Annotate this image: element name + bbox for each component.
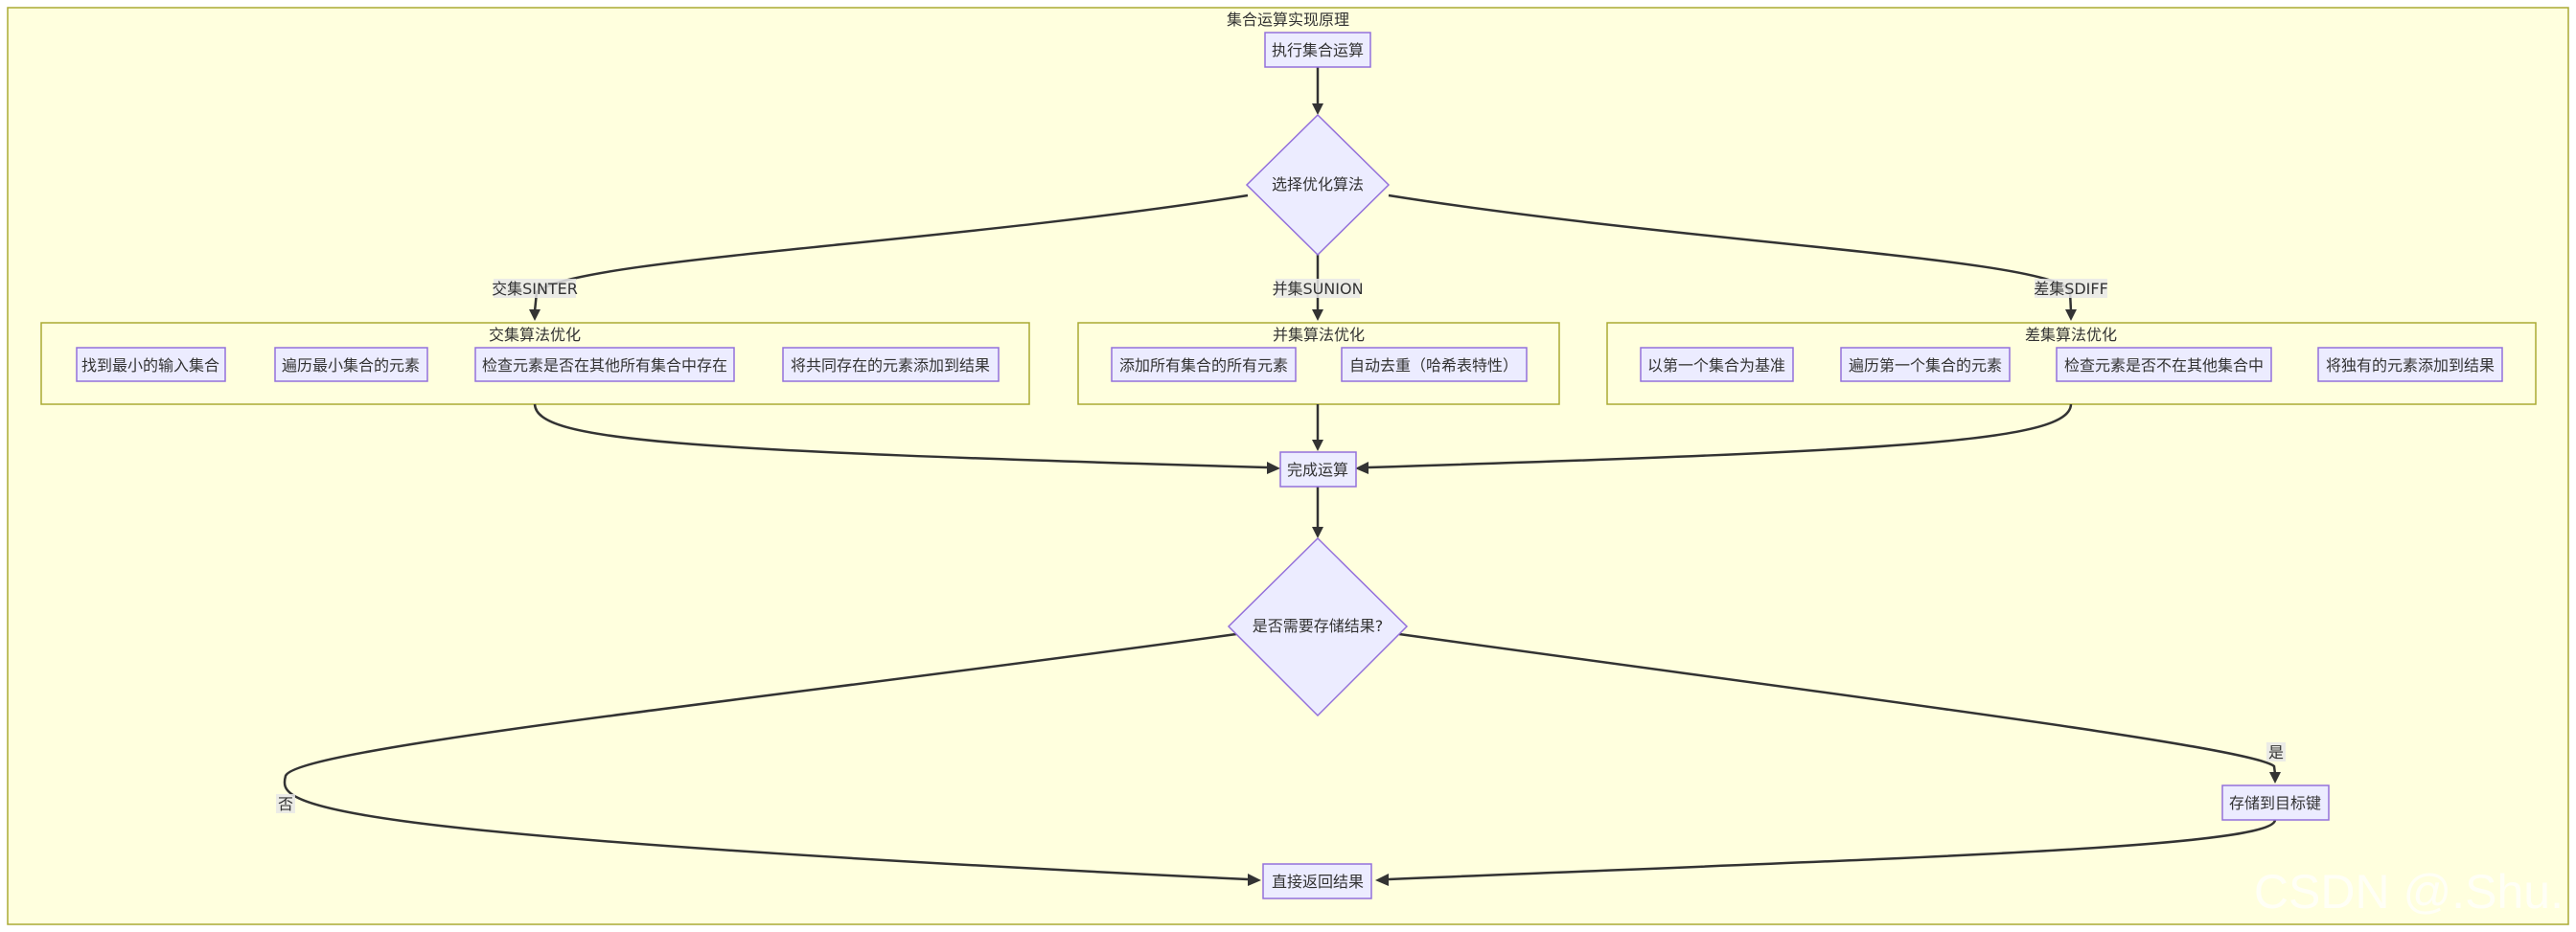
outer-cluster-title: 集合运算实现原理 bbox=[1227, 11, 1349, 29]
node-check-in-all-sets[interactable]: 检查元素是否在其他所有集合中存在 bbox=[474, 347, 735, 382]
subgraph-difference-title: 差集算法优化 bbox=[2025, 326, 2117, 344]
node-store-question[interactable]: 是否需要存储结果? bbox=[1227, 536, 1409, 717]
node-add-unique-elements-label: 将独有的元素添加到结果 bbox=[2326, 356, 2495, 375]
edge-label-yes: 是 bbox=[2268, 743, 2284, 762]
node-store-to-key[interactable]: 存储到目标键 bbox=[2221, 784, 2330, 821]
edge-difference-to-done bbox=[1368, 403, 2073, 469]
node-iterate-first-set[interactable]: 遍历第一个集合的元素 bbox=[1840, 347, 2011, 382]
node-start-label: 执行集合运算 bbox=[1272, 41, 1364, 59]
node-store-question-label: 是否需要存储结果? bbox=[1253, 617, 1384, 635]
node-check-in-all-sets-label: 检查元素是否在其他所有集合中存在 bbox=[482, 356, 727, 375]
node-iterate-first-set-label: 遍历第一个集合的元素 bbox=[1849, 356, 2002, 375]
node-find-smallest-set-label: 找到最小的输入集合 bbox=[81, 356, 219, 375]
node-return-result[interactable]: 直接返回结果 bbox=[1262, 863, 1372, 899]
edge-store-to-return bbox=[1388, 819, 2277, 881]
node-first-set-baseline-label: 以第一个集合为基准 bbox=[1647, 356, 1785, 375]
node-start[interactable]: 执行集合运算 bbox=[1264, 32, 1371, 68]
node-check-not-in-others-label: 检查元素是否不在其他集合中 bbox=[2064, 356, 2264, 375]
node-return-result-label: 直接返回结果 bbox=[1272, 873, 1364, 891]
edge-label-no: 否 bbox=[278, 795, 293, 813]
node-add-all-elements-label: 添加所有集合的所有元素 bbox=[1119, 356, 1288, 375]
node-iterate-smallest-set[interactable]: 遍历最小集合的元素 bbox=[274, 347, 428, 382]
edge-label-union: 并集SUNION bbox=[1272, 280, 1363, 298]
edge-label-intersection: 交集SINTER bbox=[492, 280, 578, 298]
node-choose-algorithm-label: 选择优化算法 bbox=[1272, 175, 1364, 193]
node-auto-dedup[interactable]: 自动去重（哈希表特性） bbox=[1341, 347, 1528, 382]
edge-question-to-return-no bbox=[283, 632, 1249, 881]
watermark: CSDN @.Shu. bbox=[2254, 865, 2564, 919]
node-add-all-elements[interactable]: 添加所有集合的所有元素 bbox=[1111, 347, 1297, 382]
node-done[interactable]: 完成运算 bbox=[1279, 451, 1357, 488]
node-check-not-in-others[interactable]: 检查元素是否不在其他集合中 bbox=[2056, 347, 2272, 382]
node-store-to-key-label: 存储到目标键 bbox=[2229, 794, 2321, 812]
node-add-unique-elements[interactable]: 将独有的元素添加到结果 bbox=[2317, 347, 2503, 382]
node-done-label: 完成运算 bbox=[1287, 461, 1348, 479]
node-add-common-elements-label: 将共同存在的元素添加到结果 bbox=[791, 356, 990, 375]
edge-question-to-store-yes bbox=[1398, 632, 2277, 775]
node-find-smallest-set[interactable]: 找到最小的输入集合 bbox=[76, 347, 226, 382]
node-first-set-baseline[interactable]: 以第一个集合为基准 bbox=[1640, 347, 1794, 382]
edge-intersection-to-done bbox=[533, 403, 1268, 469]
node-add-common-elements[interactable]: 将共同存在的元素添加到结果 bbox=[782, 347, 1000, 382]
node-iterate-smallest-set-label: 遍历最小集合的元素 bbox=[282, 356, 420, 375]
node-auto-dedup-label: 自动去重（哈希表特性） bbox=[1349, 356, 1518, 375]
edge-label-difference: 差集SDIFF bbox=[2034, 280, 2108, 298]
subgraph-union-title: 并集算法优化 bbox=[1273, 326, 1365, 344]
node-choose-algorithm[interactable]: 选择优化算法 bbox=[1245, 113, 1391, 257]
subgraph-intersection-title: 交集算法优化 bbox=[489, 326, 581, 344]
